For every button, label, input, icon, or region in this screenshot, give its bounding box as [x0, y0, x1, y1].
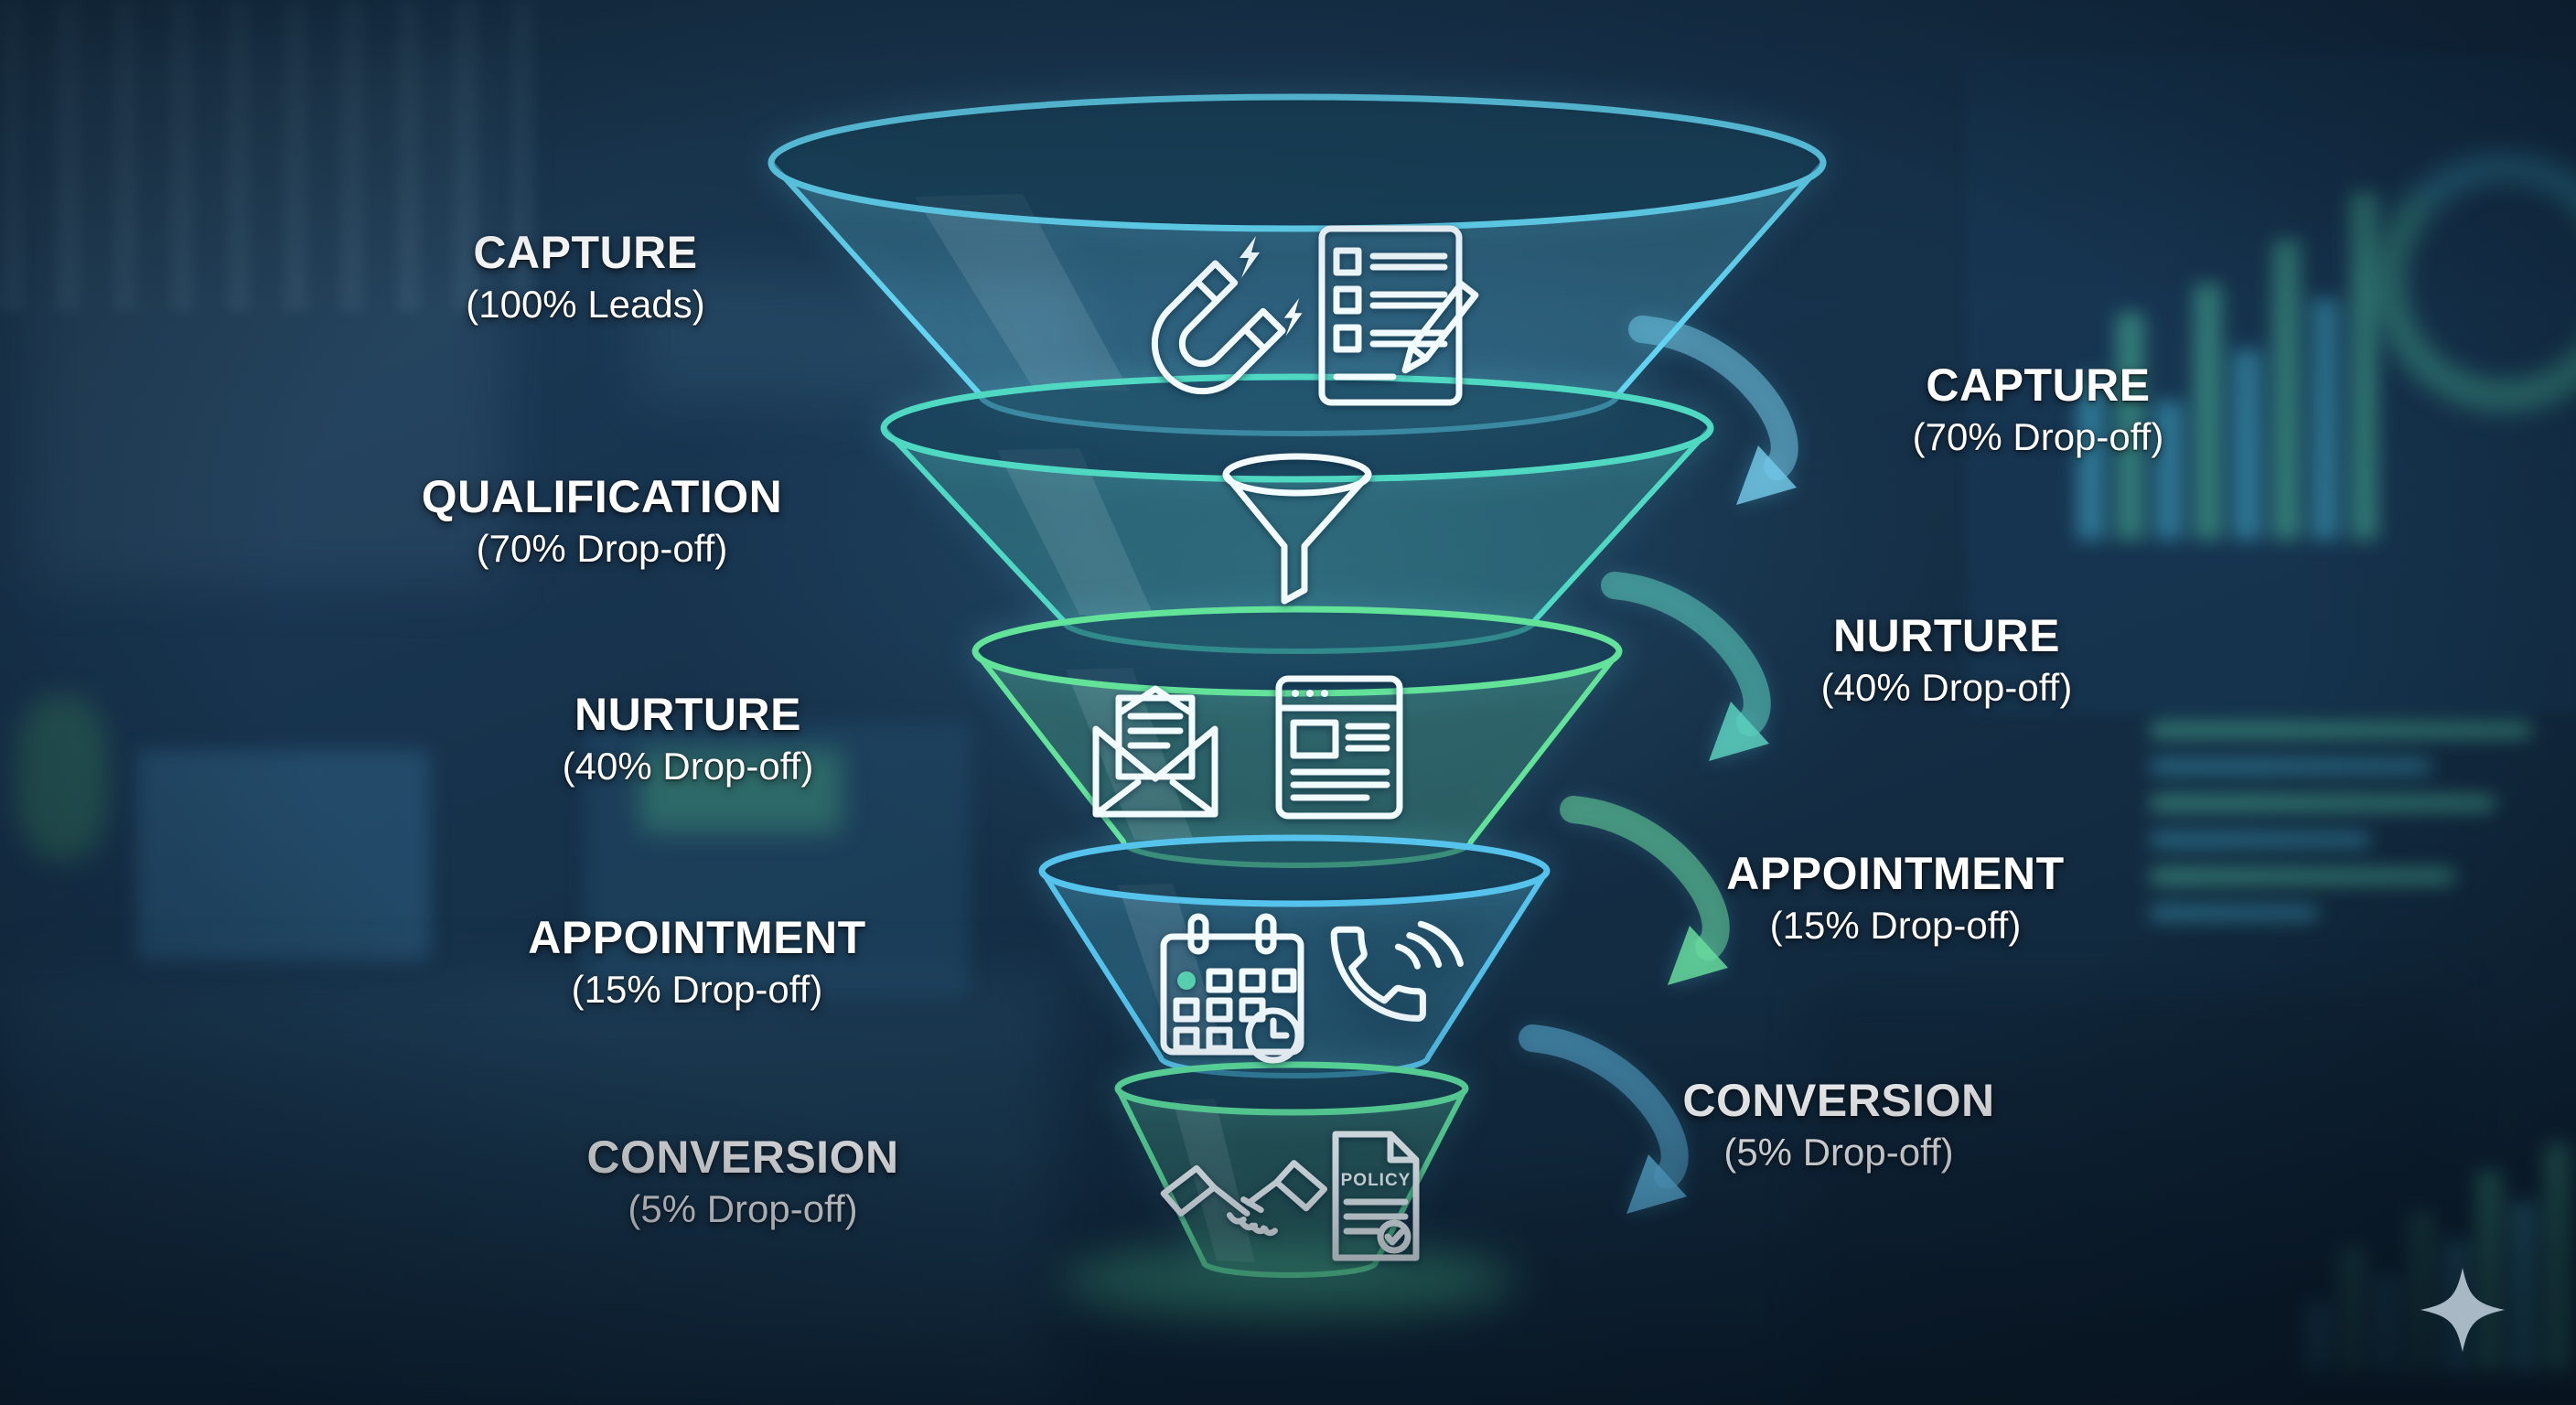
stage-label-nurture-sub: (40% Drop-off)	[562, 745, 814, 788]
funnel-segment-nurture	[971, 606, 1623, 868]
dropoff-arrow-nurture	[1615, 585, 1769, 761]
callout-nurture-sub: (40% Drop-off)	[1820, 666, 2073, 709]
callout-conversion: CONVERSION (5% Drop-off)	[1682, 1073, 1994, 1177]
callout-conversion-sub: (5% Drop-off)	[1723, 1131, 1954, 1174]
stage-label-qualification-title: QUALIFICATION	[421, 471, 783, 522]
callout-capture-title: CAPTURE	[1926, 359, 2151, 411]
policy-word: POLICY	[1341, 1171, 1411, 1190]
callout-appointment: APPOINTMENT (15% Drop-off)	[1726, 846, 2064, 950]
callout-capture: CAPTURE (70% Drop-off)	[1913, 358, 2164, 462]
stage-label-conversion-sub: (5% Drop-off)	[628, 1187, 858, 1230]
stage-label-conversion: CONVERSION (5% Drop-off)	[586, 1130, 898, 1234]
stage-label-appointment-sub: (15% Drop-off)	[571, 968, 823, 1011]
callout-conversion-title: CONVERSION	[1682, 1075, 1995, 1126]
callout-capture-sub: (70% Drop-off)	[1912, 415, 2164, 458]
stage-label-capture: CAPTURE (100% Leads)	[466, 225, 705, 329]
stage-label-appointment: APPOINTMENT (15% Drop-off)	[528, 910, 865, 1014]
callout-nurture: NURTURE (40% Drop-off)	[1821, 608, 2073, 713]
callout-appointment-sub: (15% Drop-off)	[1769, 904, 2022, 947]
stage-label-appointment-title: APPOINTMENT	[528, 912, 866, 963]
stage-label-conversion-title: CONVERSION	[586, 1132, 899, 1183]
sparkle-icon	[2420, 1268, 2505, 1352]
dropoff-arrow-conversion	[1532, 1038, 1687, 1214]
stage-label-qualification-sub: (70% Drop-off)	[476, 527, 728, 570]
dropoff-arrow-appointment	[1573, 810, 1728, 985]
stage-label-capture-sub: (100% Leads)	[466, 283, 705, 326]
stage-label-qualification: QUALIFICATION (70% Drop-off)	[422, 469, 782, 574]
stage-label-nurture: NURTURE (40% Drop-off)	[563, 687, 814, 791]
stage-label-nurture-title: NURTURE	[574, 689, 801, 740]
callout-nurture-title: NURTURE	[1833, 610, 2060, 661]
callout-appointment-title: APPOINTMENT	[1726, 848, 2065, 899]
stage-label-capture-title: CAPTURE	[473, 227, 698, 278]
